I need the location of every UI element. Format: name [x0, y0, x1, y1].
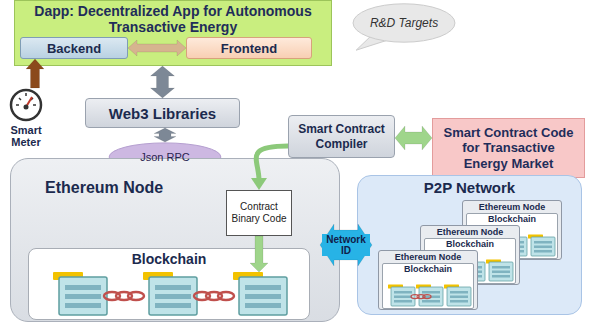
connector-arrow — [154, 128, 176, 142]
p2p-network-box: P2P NetworkEthereum Node BlockchainEther… — [357, 175, 582, 315]
library-label: Web3 Libraries — [109, 105, 216, 122]
frontend-box: Frontend — [186, 37, 312, 59]
smart-meter: Smart Meter — [2, 88, 50, 150]
peer-blockchain-label: Blockchain — [446, 239, 494, 250]
peer-node-label: Ethereum Node — [437, 226, 504, 238]
block-arrow — [26, 59, 44, 88]
speech-bubble-label: R&D Targets — [370, 16, 438, 30]
connector-curve — [256, 146, 288, 180]
smart-meter-label: Smart Meter — [2, 124, 50, 148]
binary-code-label: Contract Binary Code — [229, 201, 289, 225]
peer-blockchain-label: Blockchain — [488, 214, 536, 225]
connector-arrow — [128, 40, 186, 56]
library-box: Web3 Libraries — [85, 98, 240, 128]
peer-blockchain-box: Blockchain — [382, 263, 474, 309]
dapp-container: Dapp: Decentralized App for Autonomous T… — [14, 0, 332, 66]
peer-node-label: Ethereum Node — [395, 251, 462, 263]
block-arrow — [250, 236, 268, 272]
block-arrow — [151, 66, 175, 98]
peer-node-box: Ethereum Node Blockchain — [378, 250, 478, 310]
contract-code-label: Smart Contract Code for Transactive Ener… — [439, 125, 578, 172]
arrow-head — [251, 178, 267, 190]
dapp-label: Dapp: Decentralized App for Autonomous T… — [21, 3, 325, 35]
block-arrow — [395, 126, 432, 150]
frontend-label: Frontend — [221, 41, 277, 56]
contract-code-box: Smart Contract Code for Transactive Ener… — [432, 118, 585, 178]
peer-blockchain-label: Blockchain — [404, 264, 452, 275]
ethereum-node-label: Ethereum Node — [45, 179, 163, 197]
p2p-network-label: P2P Network — [424, 179, 515, 196]
connector-arrow — [395, 126, 432, 150]
meter-gauge-icon — [9, 88, 43, 122]
connector-arrow — [250, 236, 268, 272]
ethereum-node-box: Ethereum NodeContract Binary Code Blockc… — [10, 158, 340, 322]
connector-arrow — [26, 59, 44, 88]
backend-label: Backend — [47, 41, 101, 56]
backend-box: Backend — [20, 37, 128, 59]
binary-code-box: Contract Binary Code — [226, 190, 292, 236]
blockchain-label: Blockchain — [132, 251, 207, 267]
connector-arrow — [251, 146, 288, 190]
block-arrow — [154, 128, 176, 142]
connector-arrow — [320, 224, 372, 266]
blockchain-box: Blockchain — [28, 248, 310, 320]
edge-label: Network ID — [322, 234, 370, 256]
block-arrow — [128, 40, 186, 56]
compiler-box: Smart Contract Compiler — [288, 115, 395, 158]
peer-node-label: Ethereum Node — [479, 201, 546, 213]
connector-arrow — [151, 66, 175, 98]
rpc-ellipse-label: Json RPC — [140, 151, 190, 163]
block-arrow — [320, 224, 372, 266]
speech-bubble: R&D Targets — [352, 3, 456, 43]
compiler-label: Smart Contract Compiler — [293, 122, 390, 151]
